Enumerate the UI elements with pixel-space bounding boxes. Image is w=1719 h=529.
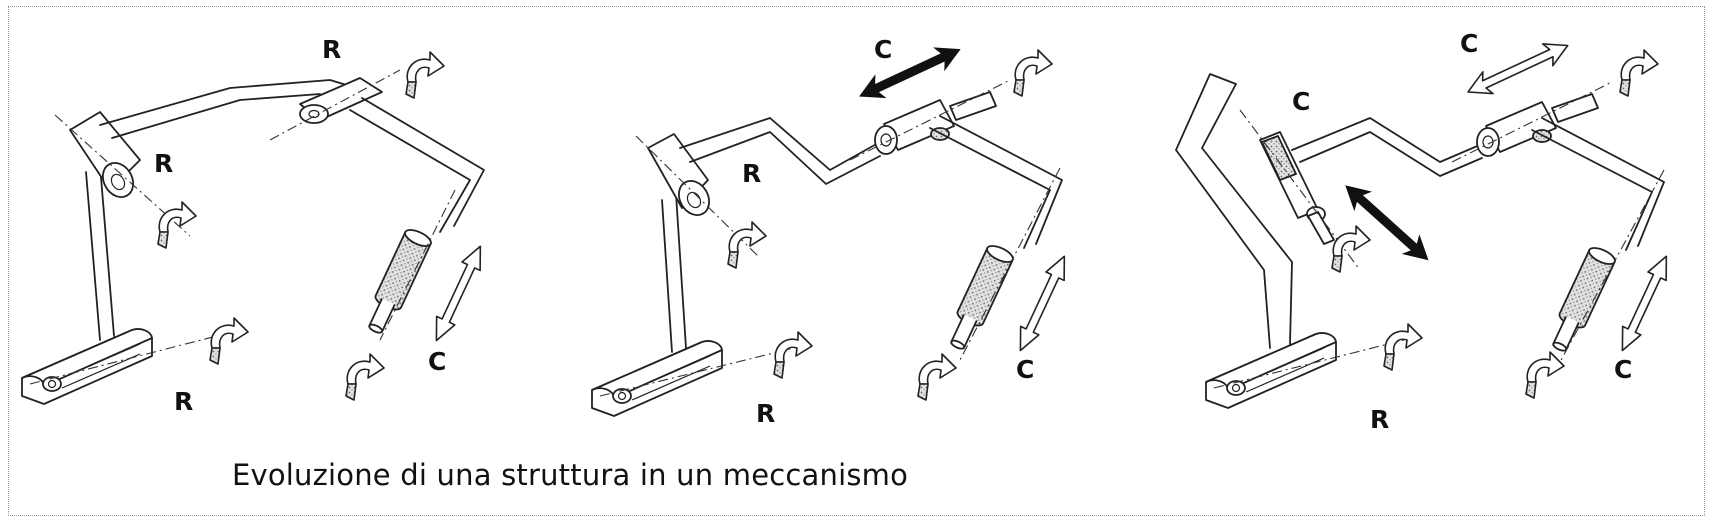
panel2-base-revolute [591, 340, 723, 417]
figure-caption: Evoluzione di una struttura in un meccan… [231, 458, 909, 492]
panel3-translation-arrow-left [1337, 176, 1437, 270]
panel3-base-revolute [1205, 332, 1337, 409]
panel3-label-c: C [1614, 355, 1632, 384]
panel-1-rrrc: R R R C [21, 35, 491, 416]
figure-frame [8, 6, 1705, 516]
panel2-label-r-base: R [756, 399, 775, 428]
panel3-translation-arrow [1612, 251, 1677, 356]
panel1-rotation-arrow-c [345, 353, 385, 401]
panel1-label-r-left: R [154, 149, 173, 178]
panel3-label-c-left: C [1292, 87, 1310, 116]
panel3-label-c-top: C [1460, 29, 1478, 58]
panel3-rotation-arrow-left [1331, 225, 1371, 273]
panel-3-ccrc: C C R C [1175, 29, 1677, 434]
panel2-rotation-arrow-c [917, 353, 957, 401]
panel2-rotation-arrow-top [1013, 49, 1053, 97]
panel2-label-r-left: R [742, 159, 761, 188]
panel3-cylindrical-joint-lower [1544, 243, 1619, 357]
panel2-label-c-top: C [874, 35, 892, 64]
panel3-label-r-base: R [1370, 405, 1389, 434]
panel2-cylindrical-joint-lower [942, 241, 1017, 355]
panel-2-crrc: C R R C [591, 35, 1075, 428]
panel1-label-r-top: R [322, 35, 341, 64]
panel3-rotation-arrow-top [1619, 49, 1659, 97]
panel1-rotation-arrow-base [209, 317, 249, 365]
panel1-label-r-base: R [174, 387, 193, 416]
panel1-label-c: C [428, 347, 446, 376]
panel1-cylindrical-joint [360, 225, 435, 339]
panel3-rotation-arrow-c [1525, 351, 1565, 399]
panel1-rotation-arrow-top [405, 51, 445, 99]
panel2-label-c: C [1016, 355, 1034, 384]
panel1-base-revolute [21, 328, 153, 405]
panel2-rotation-arrow-base [773, 331, 813, 379]
panel1-translation-arrow [426, 241, 491, 346]
panel2-translation-arrow-top [854, 38, 966, 108]
panel3-rotation-arrow-base [1383, 323, 1423, 371]
panel2-translation-arrow [1010, 251, 1075, 356]
